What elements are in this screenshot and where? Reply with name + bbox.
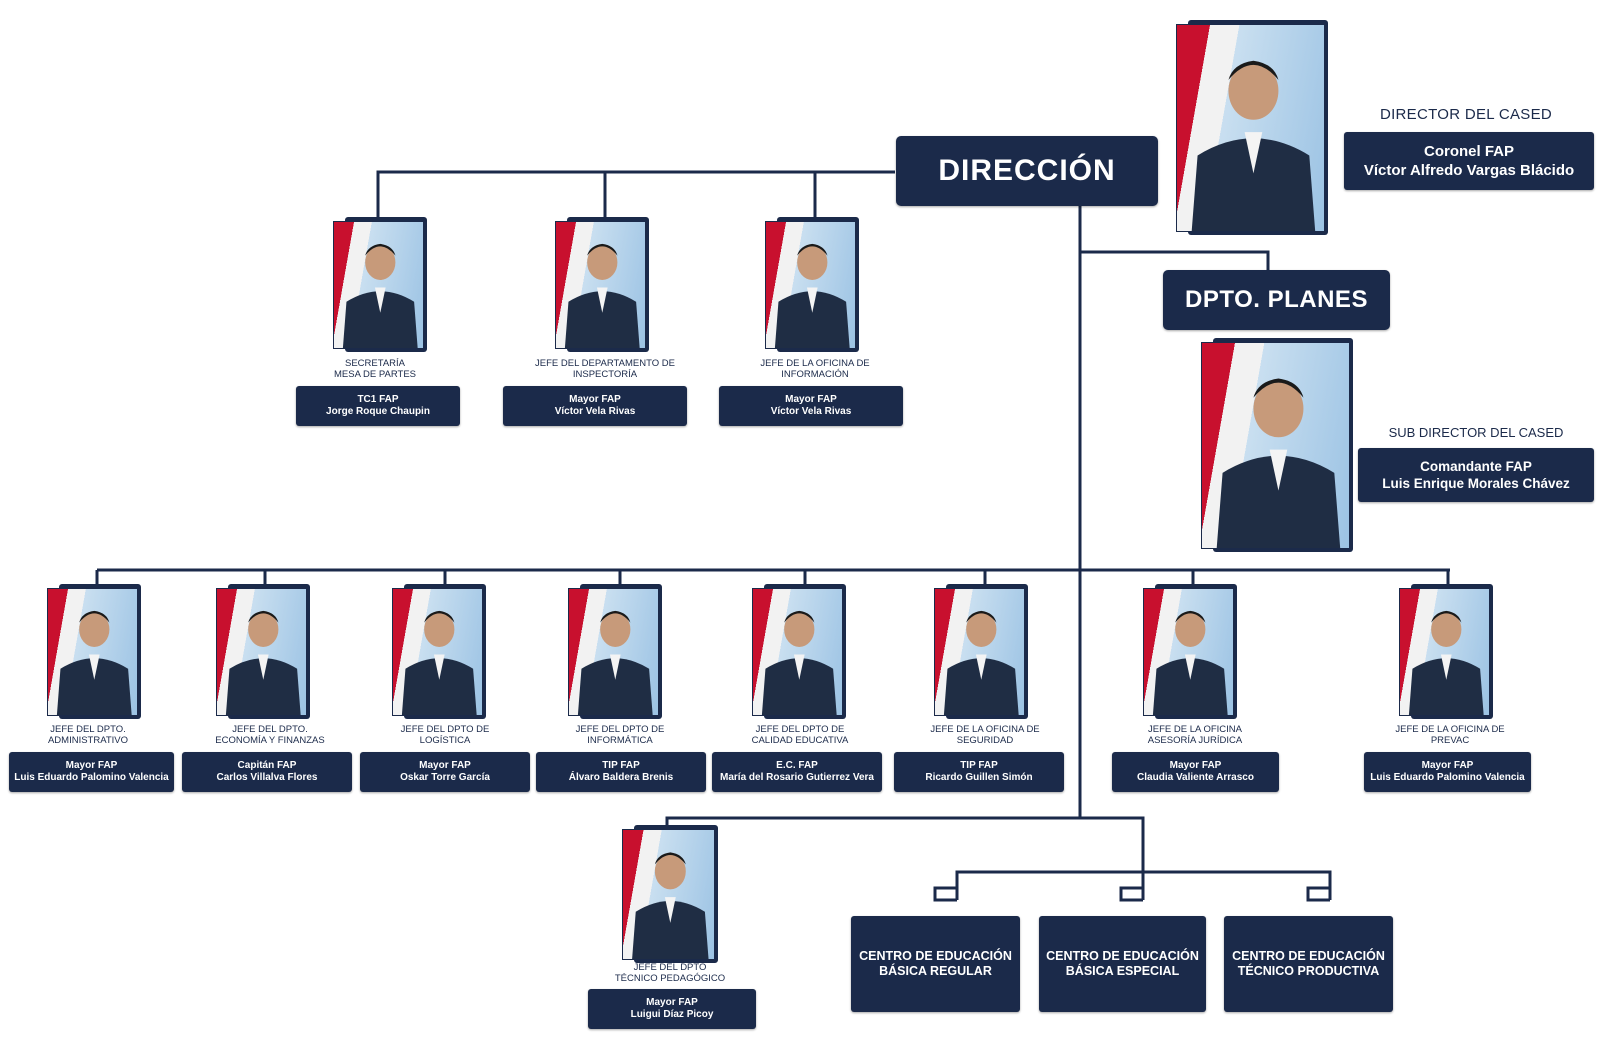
subdirector-photo xyxy=(1201,338,1353,552)
connector-pedagogico xyxy=(665,816,1080,830)
subdirector-title: SUB DIRECTOR DEL CASED xyxy=(1388,425,1564,440)
subdirector-name: Luis Enrique Morales Chávez xyxy=(1382,476,1570,491)
staff-photo xyxy=(765,217,859,352)
department-photo xyxy=(392,584,486,719)
connector-planes xyxy=(1080,250,1270,272)
department-photo xyxy=(1399,584,1493,719)
staff-photo xyxy=(333,217,427,352)
connector-centers xyxy=(955,816,1332,900)
director-title: DIRECTOR DEL CASED xyxy=(1379,106,1553,123)
department-photo xyxy=(934,584,1028,719)
department-photo xyxy=(752,584,846,719)
department-photo xyxy=(47,584,141,719)
department-photo xyxy=(1143,584,1237,719)
connector-staff xyxy=(376,170,895,235)
director-namebox: Coronel FAP Víctor Alfredo Vargas Blácid… xyxy=(1344,132,1594,190)
subdirector-namebox: Comandante FAP Luis Enrique Morales Cháv… xyxy=(1358,448,1594,502)
pedagogico-photo xyxy=(622,825,718,963)
department-title: JEFE DEL DPTO.ADMINISTRATIVO xyxy=(47,724,129,746)
planes-box: DPTO. PLANES xyxy=(1163,270,1390,330)
director-name: Víctor Alfredo Vargas Blácido xyxy=(1363,162,1575,179)
department-title: JEFE DEL DPTO.ECONOMÍA Y FINANZAS xyxy=(215,724,325,746)
subdirector-rank: Comandante FAP xyxy=(1420,459,1532,474)
staff-photo xyxy=(555,217,649,352)
director-photo xyxy=(1176,20,1328,235)
director-rank: Coronel FAP xyxy=(1423,143,1514,160)
department-photo xyxy=(568,584,662,719)
direccion-box: DIRECCIÓN xyxy=(896,136,1158,206)
department-photo xyxy=(216,584,310,719)
connector-departments xyxy=(95,568,1450,585)
